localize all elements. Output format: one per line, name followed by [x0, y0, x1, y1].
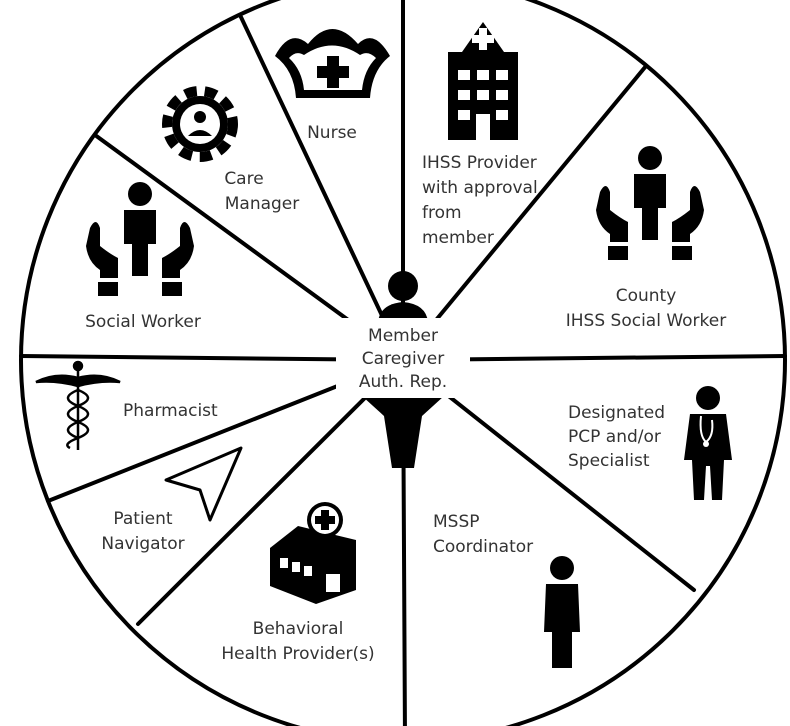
center-person-icon	[362, 271, 444, 468]
center-label-line-2: Caregiver	[362, 349, 444, 369]
segment-pcp-specialist-label-line-3: Specialist	[568, 451, 650, 471]
segment-care-manager-label-line-2: Manager	[225, 194, 300, 214]
segment-ihss-provider-label-line-1: IHSS Provider	[422, 153, 537, 173]
segment-county-social-worker-label-line-2: IHSS Social Worker	[566, 311, 726, 331]
segment-behavioral-health-label-line-1: Behavioral	[253, 619, 344, 639]
caduceus-icon	[35, 360, 121, 450]
segment-county-social-worker-label-line-1: County	[616, 286, 677, 306]
hospital-building-icon	[448, 22, 518, 140]
segment-mssp-coordinator: MSSP Coordinator	[433, 512, 580, 668]
segment-mssp-coordinator-label-line-2: Coordinator	[433, 537, 533, 557]
center-label-line-3: Auth. Rep.	[359, 372, 447, 392]
segment-ihss-provider-label-line-3: from	[422, 203, 462, 223]
segment-nurse-label-line-1: Nurse	[307, 123, 357, 143]
doctor-icon	[684, 386, 732, 500]
segment-ihss-provider-label-line-4: member	[422, 228, 494, 248]
segment-pharmacist-label-line-1: Pharmacist	[123, 401, 218, 421]
clinic-building-icon	[270, 502, 356, 604]
segment-care-manager: Care Manager	[162, 86, 300, 214]
hands-person-icon	[86, 182, 194, 296]
segment-pharmacist: Pharmacist	[35, 360, 218, 450]
segment-patient-navigator-label-line-1: Patient	[113, 509, 173, 529]
center-label-line-1: Member	[368, 326, 438, 346]
person-icon	[544, 556, 580, 668]
segment-mssp-coordinator-label-line-1: MSSP	[433, 512, 480, 532]
segment-nurse: Nurse	[275, 29, 390, 143]
segment-patient-navigator-label-line-2: Navigator	[101, 534, 184, 554]
segment-county-social-worker: County IHSS Social Worker	[566, 146, 726, 331]
segment-social-worker: Social Worker	[85, 182, 201, 332]
nurse-cap-icon	[275, 29, 390, 98]
segment-ihss-provider-label-line-2: with approval	[422, 178, 538, 198]
center-label: Member Caregiver Auth. Rep.	[359, 326, 447, 392]
segment-social-worker-label-line-1: Social Worker	[85, 312, 201, 332]
segment-behavioral-health-label-line-2: Health Provider(s)	[221, 644, 374, 664]
segment-care-manager-label-line-1: Care	[224, 169, 263, 189]
gear-person-icon	[162, 86, 238, 162]
segment-pcp-specialist: Designated PCP and/or Specialist	[568, 386, 732, 500]
segment-ihss-provider: IHSS Provider with approval from member	[422, 22, 538, 248]
navigation-arrow-icon	[164, 446, 243, 522]
segment-pcp-specialist-label-line-2: PCP and/or	[568, 427, 661, 447]
segment-pcp-specialist-label-line-1: Designated	[568, 403, 665, 423]
segment-behavioral-health: Behavioral Health Provider(s)	[221, 502, 375, 664]
center-label-backdrop	[336, 318, 470, 398]
segment-patient-navigator: Patient Navigator	[101, 446, 243, 554]
hands-person-icon	[596, 146, 704, 260]
